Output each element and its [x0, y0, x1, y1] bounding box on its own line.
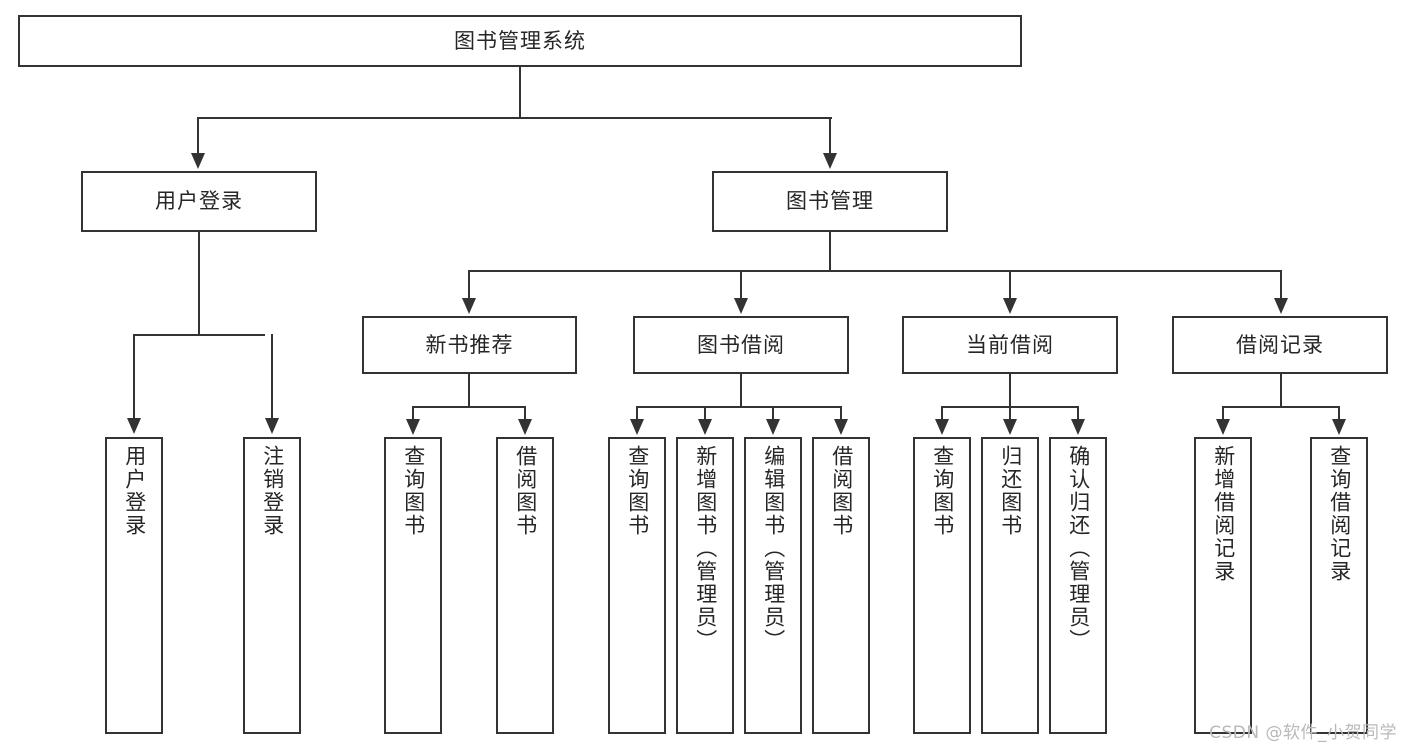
connector-bm-to-book-borrow: [740, 270, 742, 300]
connector-bm-to-new-book: [468, 270, 470, 300]
node-current-borrow[interactable]: 当前借阅: [902, 316, 1118, 374]
connector-bb-to-leaf-3: [772, 406, 774, 420]
node-book-management-label: 图书管理: [786, 189, 874, 214]
leaf-add-record-label: 新增借阅记录: [1211, 445, 1236, 583]
connector-cb-to-leaf-3: [1077, 406, 1079, 420]
leaf-query-record-label: 查询借阅记录: [1327, 445, 1352, 583]
node-book-management[interactable]: 图书管理: [712, 171, 948, 232]
connector-bb-to-leaf-1: [636, 406, 638, 420]
connector-borrow-record-bus: [1222, 406, 1340, 408]
arrowhead-leaf-borrow-book-1: [518, 419, 532, 435]
csdn-watermark: CSDN @软件_小贺同学: [1209, 723, 1397, 743]
leaf-query-record[interactable]: 查询借阅记录: [1310, 437, 1368, 734]
leaf-query-book-3[interactable]: 查询图书: [913, 437, 971, 734]
leaf-query-book-2-label: 查询图书: [625, 445, 650, 537]
connector-br-to-leaf-1: [1222, 406, 1224, 420]
connector-nb-to-leaf-1: [412, 406, 414, 420]
arrowhead-new-book-recommend: [462, 298, 476, 314]
connector-root-bus: [198, 117, 832, 119]
leaf-logout-login[interactable]: 注销登录: [243, 437, 301, 734]
leaf-query-book-3-label: 查询图书: [930, 445, 955, 537]
arrowhead-borrow-record: [1274, 298, 1288, 314]
arrowhead-leaf-borrow-book-2: [834, 419, 848, 435]
node-borrow-record[interactable]: 借阅记录: [1172, 316, 1388, 374]
leaf-add-book-label: 新增图书（管理员）: [693, 445, 718, 652]
arrowhead-current-borrow: [1003, 298, 1017, 314]
connector-book-management-stem: [829, 232, 831, 270]
connector-book-borrow-bus: [636, 406, 840, 408]
node-user-login-label: 用户登录: [155, 189, 243, 214]
connector-cb-to-leaf-2: [1009, 406, 1011, 420]
connector-root-to-book-management: [829, 117, 831, 155]
connector-bb-to-leaf-2: [704, 406, 706, 420]
arrowhead-leaf-add-book: [698, 419, 712, 435]
leaf-edit-book[interactable]: 编辑图书（管理员）: [744, 437, 802, 734]
leaf-confirm-return-label: 确认归还（管理员）: [1066, 445, 1091, 652]
arrowhead-user-login: [191, 153, 205, 169]
leaf-borrow-book-1-label: 借阅图书: [513, 445, 538, 537]
connector-user-login-stem: [198, 232, 200, 334]
connector-book-borrow-stem: [740, 374, 742, 406]
arrowhead-leaf-query-book-1: [406, 419, 420, 435]
connector-borrow-record-stem: [1280, 374, 1282, 406]
node-new-book-recommend-label: 新书推荐: [425, 332, 514, 357]
leaf-logout-login-label: 注销登录: [260, 445, 285, 537]
connector-new-book-bus: [412, 406, 526, 408]
arrowhead-book-borrow: [734, 298, 748, 314]
arrowhead-leaf-edit-book: [766, 419, 780, 435]
connector-user-login-to-leaf-1: [133, 334, 135, 420]
arrowhead-leaf-query-book-2: [630, 419, 644, 435]
connector-cb-to-leaf-1: [941, 406, 943, 420]
connector-br-to-leaf-2: [1338, 406, 1340, 420]
leaf-user-login-label: 用户登录: [122, 445, 147, 537]
leaf-query-book-1[interactable]: 查询图书: [384, 437, 442, 734]
leaf-return-book[interactable]: 归还图书: [981, 437, 1039, 734]
leaf-query-book-1-label: 查询图书: [401, 445, 426, 537]
leaf-user-login[interactable]: 用户登录: [105, 437, 163, 734]
node-root-label: 图书管理系统: [454, 28, 586, 53]
leaf-query-book-2[interactable]: 查询图书: [608, 437, 666, 734]
connector-root-stem: [519, 67, 521, 117]
arrowhead-leaf-add-record: [1216, 419, 1230, 435]
leaf-borrow-book-2[interactable]: 借阅图书: [812, 437, 870, 734]
node-borrow-record-label: 借阅记录: [1236, 332, 1324, 357]
connector-book-management-bus: [468, 270, 1282, 272]
leaf-confirm-return[interactable]: 确认归还（管理员）: [1049, 437, 1107, 734]
arrowhead-leaf-confirm-return: [1071, 419, 1085, 435]
leaf-edit-book-label: 编辑图书（管理员）: [761, 445, 786, 652]
node-user-login[interactable]: 用户登录: [81, 171, 317, 232]
node-new-book-recommend[interactable]: 新书推荐: [362, 316, 577, 374]
connector-bm-to-borrow-record: [1280, 270, 1282, 300]
connector-user-login-bus: [133, 334, 265, 336]
leaf-add-book[interactable]: 新增图书（管理员）: [676, 437, 734, 734]
connector-bb-to-leaf-4: [840, 406, 842, 420]
node-root[interactable]: 图书管理系统: [18, 15, 1022, 67]
connector-current-borrow-stem: [1009, 374, 1011, 406]
leaf-borrow-book-1[interactable]: 借阅图书: [496, 437, 554, 734]
node-book-borrow[interactable]: 图书借阅: [633, 316, 849, 374]
arrowhead-book-management: [823, 153, 837, 169]
leaf-add-record[interactable]: 新增借阅记录: [1194, 437, 1252, 734]
leaf-borrow-book-2-label: 借阅图书: [829, 445, 854, 537]
arrowhead-leaf-logout-login: [265, 418, 279, 434]
arrowhead-leaf-query-record: [1332, 419, 1346, 435]
node-book-borrow-label: 图书借阅: [697, 332, 785, 357]
connector-root-to-user-login: [197, 117, 199, 155]
connector-nb-to-leaf-2: [524, 406, 526, 420]
connector-bm-to-current-borrow: [1009, 270, 1011, 300]
leaf-return-book-label: 归还图书: [998, 445, 1023, 537]
arrowhead-leaf-query-book-3: [935, 419, 949, 435]
arrowhead-leaf-return-book: [1003, 419, 1017, 435]
connector-user-login-to-leaf-2: [271, 334, 273, 420]
connector-new-book-stem: [468, 374, 470, 406]
arrowhead-leaf-user-login: [127, 418, 141, 434]
node-current-borrow-label: 当前借阅: [966, 332, 1054, 357]
